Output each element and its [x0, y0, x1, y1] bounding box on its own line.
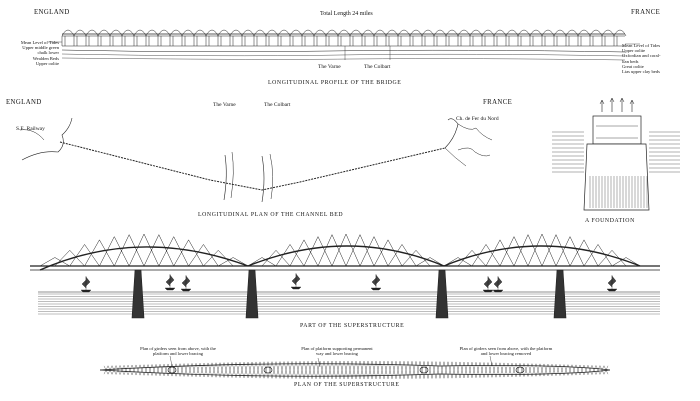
legend-left-1: Upper middle green — [22, 45, 59, 51]
girder-label-left-0: Plan of girders seen from above, with th… — [140, 346, 216, 351]
profile-right-legend: Mean Level of Tides Upper oolite Oxfordi… — [622, 43, 661, 74]
plan-caption: LONGITUDINAL PLAN OF THE CHANNEL BED — [198, 212, 344, 218]
profile-left-legend: Mean Level of Tides Upper middle green c… — [5, 40, 59, 66]
profile-varne-label: The Varne — [318, 64, 341, 70]
legend-right-3: lian beds — [622, 58, 639, 64]
plan-england-label: ENGLAND — [6, 99, 42, 106]
se-railway-label: S.E. Railway — [16, 126, 45, 132]
legend-left-0: Mean Level of Tides — [20, 40, 59, 45]
girder-label-right: Plan of girders seen from above, with th… — [436, 346, 576, 356]
plan-colbart-label: The Colbart — [264, 102, 291, 108]
girder-plan — [99, 355, 611, 380]
girder-label-left: Plan of girders seen from above, with th… — [118, 346, 238, 356]
nord-railway-label: Ch. de Fer du Nord — [456, 116, 499, 122]
plan-france-label: FRANCE — [483, 99, 513, 106]
legend-right-1: Upper oolite — [622, 48, 646, 54]
legend-right-2: Oxfordian and coral- — [622, 53, 661, 59]
plan-varne-label: The Varne — [213, 102, 236, 108]
channel-bed-plan — [19, 117, 493, 203]
girder-label-left-1: platform and lower bracing — [152, 351, 204, 357]
girder-plan-caption: PLAN OF THE SUPERSTRUCTURE — [294, 382, 400, 388]
total-length-label: Total Length 24 miles — [320, 11, 373, 17]
superstructure-caption: PART OF THE SUPERSTRUCTURE — [300, 323, 405, 329]
profile-france-label: FRANCE — [631, 9, 661, 16]
profile-colbart-label: The Colbart — [364, 64, 391, 70]
girder-label-right-0: Plan of girders seen from above, with th… — [459, 346, 553, 351]
girder-label-right-1: and lower bracing removed — [480, 351, 532, 357]
legend-left-4: Upper oolite — [35, 60, 59, 66]
girder-label-mid-1: way and lower bracing — [316, 351, 358, 357]
profile-caption: LONGITUDINAL PROFILE OF THE BRIDGE — [268, 80, 402, 86]
legend-right-5: Lias upper clay beds — [622, 69, 660, 75]
superstructure-drawing — [30, 233, 660, 319]
legend-right-0: Mean Level of Tides — [622, 43, 661, 48]
foundation-caption: A FOUNDATION — [585, 218, 635, 224]
legend-left-3: Wealden Beds — [32, 55, 59, 61]
girder-label-mid-0: Plan of platform supporting permanent — [301, 346, 373, 351]
foundation-drawing — [552, 97, 680, 211]
legend-left-2: chalk lower — [37, 50, 59, 56]
legend-right-4: Great oolite — [622, 63, 644, 69]
profile-drawing — [48, 29, 640, 61]
girder-label-mid: Plan of platform supporting permanent wa… — [282, 346, 392, 356]
profile-england-label: ENGLAND — [34, 9, 70, 16]
